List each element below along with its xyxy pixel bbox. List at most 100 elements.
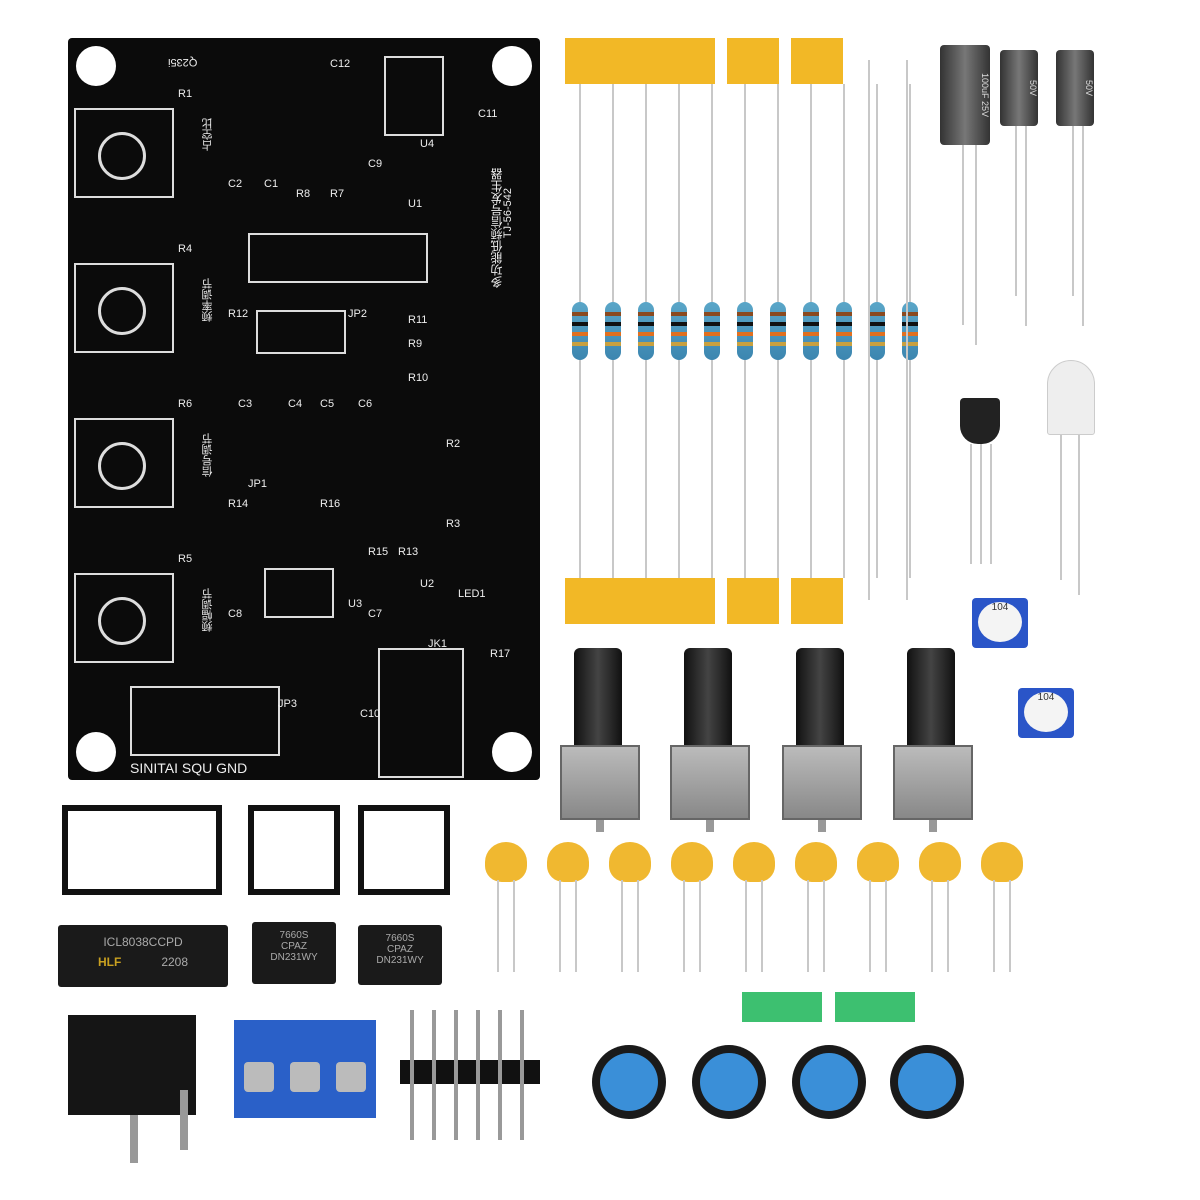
pcb-ref-label: JP2 [348, 308, 367, 320]
pcb-ref-label: C9 [368, 158, 383, 170]
resistor [803, 302, 819, 360]
led-lead [1060, 435, 1062, 580]
pcb-board: Q235i 多功能低频信号发生器 TJ-56-542 占空比 频率调节 信号调节… [68, 38, 540, 780]
jack-pin [180, 1090, 188, 1150]
resistor [836, 302, 852, 360]
jumper-cap [835, 992, 915, 1022]
cap-lead [575, 880, 577, 972]
chip-marking: ICL8038CCPD [103, 935, 183, 949]
jack-pin [130, 1115, 138, 1163]
rotary-potentiometer [782, 745, 862, 820]
chip-date: 2208 [161, 955, 189, 969]
pcb-ref-label: R12 [228, 308, 249, 320]
wire-lead [906, 60, 908, 600]
rotary-potentiometer [670, 745, 750, 820]
chip-marking: DN231WY [376, 955, 424, 966]
resistor [737, 302, 753, 360]
resistor [638, 302, 654, 360]
cap-lead [993, 880, 995, 972]
cap-lead [637, 880, 639, 972]
cap-lead [761, 880, 763, 972]
rotary-potentiometer [560, 745, 640, 820]
header-pin [520, 1010, 524, 1140]
mount-hole [492, 732, 532, 772]
pot-footprint [74, 108, 174, 198]
output-labels: SINITAI SQU GND [130, 760, 248, 776]
electrolytic-capacitor: 100uF 25V [940, 45, 990, 145]
pcb-ref-label: R9 [408, 338, 423, 350]
cap-lead [947, 880, 949, 972]
tape-top [727, 38, 779, 84]
header-pin [410, 1010, 414, 1140]
ceramic-capacitor [857, 842, 899, 882]
ic-footprint-u3 [264, 568, 334, 618]
screw-icon [244, 1062, 274, 1092]
pcb-ref-label: R15 [368, 546, 389, 558]
pcb-ref-label: U1 [408, 198, 423, 210]
cap-lead [683, 880, 685, 972]
cap-lead [621, 880, 623, 972]
cap-lead [513, 880, 515, 972]
cap-lead [1072, 126, 1074, 296]
screw-icon [336, 1062, 366, 1092]
cap-lead [975, 145, 977, 345]
led-lead [1078, 435, 1080, 595]
cap-lead [931, 880, 933, 972]
pcb-ref-label: R1 [178, 88, 193, 100]
screw-icon [290, 1062, 320, 1092]
pcb-code: Q235i [168, 56, 198, 68]
transistor-lead [990, 444, 992, 564]
terminal-footprint [130, 686, 280, 756]
pcb-ref-label: LED1 [458, 588, 486, 600]
pcb-ref-label: JP3 [278, 698, 297, 710]
wire-lead [868, 60, 870, 600]
pcb-ref-label: R4 [178, 243, 193, 255]
resistor [770, 302, 786, 360]
pot-pin [818, 820, 826, 832]
resistor [605, 302, 621, 360]
transistor-lead [980, 444, 982, 564]
electrolytic-capacitor: 50V [1000, 50, 1038, 126]
pcb-ref-label: U3 [348, 598, 363, 610]
cap-lead [823, 880, 825, 972]
pcb-ref-label: C3 [238, 398, 253, 410]
pot-pin [596, 820, 604, 832]
pcb-ref-label: R5 [178, 553, 193, 565]
knob-cap [692, 1045, 766, 1119]
pcb-ref-label: R16 [320, 498, 341, 510]
pot-label: 频幅调节 [202, 588, 214, 632]
jumper-cap [742, 992, 822, 1022]
pot-label: 占空比 [202, 118, 214, 151]
cap-lead [885, 880, 887, 972]
knob-cap [890, 1045, 964, 1119]
cap-lead [1082, 126, 1084, 326]
ic-footprint-u4 [384, 56, 444, 136]
mount-hole [76, 732, 116, 772]
cap-lead [497, 880, 499, 972]
tape-top [791, 38, 843, 84]
ic-socket-14pin [62, 805, 222, 895]
cap-lead [699, 880, 701, 972]
ceramic-capacitor [733, 842, 775, 882]
resistor [902, 302, 918, 360]
cap-lead [807, 880, 809, 972]
dc-power-jack [68, 1015, 196, 1115]
pcb-ref-label: R3 [446, 518, 461, 530]
header-pin [498, 1010, 502, 1140]
pcb-ref-label: U2 [420, 578, 435, 590]
potentiometer-shaft [796, 648, 844, 758]
ic-socket-8pin [248, 805, 340, 895]
pot-pin [706, 820, 714, 832]
ic-socket-8pin [358, 805, 450, 895]
trimmer-potentiometer: 104 [1018, 688, 1074, 738]
pcb-model: TJ-56-542 [502, 188, 514, 239]
pcb-ref-label: R7 [330, 188, 345, 200]
chip-marking: CPAZ [387, 944, 413, 955]
pot-label: 频率调节 [202, 278, 214, 322]
header-pin [476, 1010, 480, 1140]
cap-lead [869, 880, 871, 972]
pcb-ref-label: C4 [288, 398, 303, 410]
pcb-ref-label: C5 [320, 398, 335, 410]
